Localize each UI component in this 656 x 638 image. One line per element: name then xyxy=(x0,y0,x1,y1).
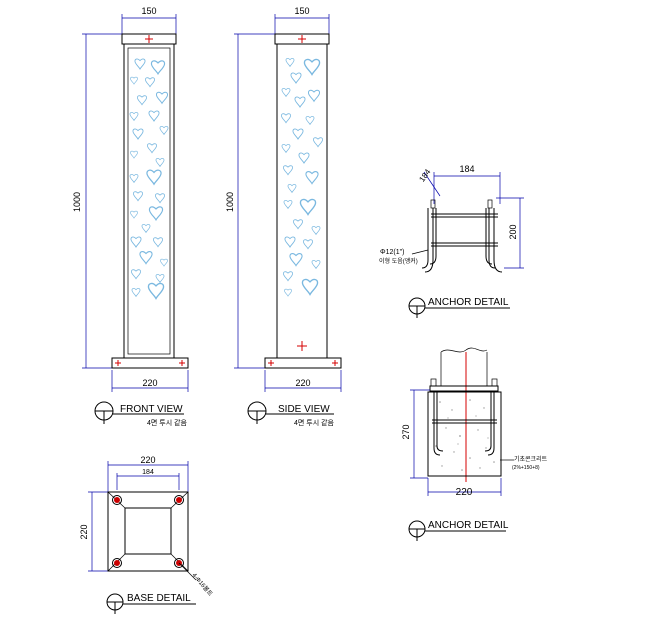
front-view: 150 1000 xyxy=(72,6,189,427)
base-bolt-label: 4-Φ16볼트 xyxy=(190,572,214,598)
side-bolt-marker xyxy=(297,341,307,351)
base-detail-label: BASE DETAIL xyxy=(106,593,196,614)
side-cap-marker xyxy=(298,35,306,43)
base-plate-outer xyxy=(107,491,189,572)
anchor1-title: ANCHOR DETAIL xyxy=(428,297,509,308)
anchor2-height-dimension: 270 xyxy=(401,389,430,479)
side-top-dimension: 150 xyxy=(274,6,330,36)
front-dim-top: 150 xyxy=(141,6,156,16)
anchor-detail-foundation: 270 220 기초콘크리트 (2%+150+8) ANCHOR DETAIL xyxy=(401,347,548,541)
anchor2-note: 기초콘크리트 (2%+150+8) xyxy=(500,455,548,471)
front-heart-pattern xyxy=(129,58,169,300)
front-view-label: FRONT VIEW 4면 투시 같음 xyxy=(94,401,188,427)
front-cap-marker xyxy=(145,35,153,43)
front-view-title: FRONT VIEW xyxy=(120,404,183,415)
anchor1-dim-top: 184 xyxy=(459,164,474,174)
base-dim-inner: 184 xyxy=(142,469,154,476)
base-detail-title: BASE DETAIL xyxy=(127,593,191,604)
front-base-markers xyxy=(115,360,185,366)
side-dim-height: 1000 xyxy=(225,192,235,212)
side-post-cap xyxy=(274,33,330,45)
side-dim-top: 150 xyxy=(294,6,309,16)
anchor1-top-dimension: 184 xyxy=(433,164,501,204)
base-detail: 220 184 220 4-Φ16볼트 xyxy=(79,455,214,614)
anchor2-dim-width: 220 xyxy=(456,487,473,498)
anchor2-width-dimension: 220 xyxy=(427,478,502,498)
front-dim-base: 220 xyxy=(142,378,157,388)
front-post-cap xyxy=(121,33,177,45)
side-view-label: SIDE VIEW 4면 투시 같음 xyxy=(247,401,335,427)
base-dim-outer: 220 xyxy=(140,455,155,465)
base-dim-height: 220 xyxy=(79,524,89,539)
anchor2-title: ANCHOR DETAIL xyxy=(428,520,509,531)
anchor1-cage xyxy=(421,199,503,273)
side-height-dimension: 1000 xyxy=(225,33,275,369)
anchor1-bar-labels: Φ12(1") 이형 도음(앵커) xyxy=(379,249,429,265)
front-top-dimension: 150 xyxy=(121,6,177,36)
side-heart-pattern xyxy=(281,57,323,297)
anchor1-height-dimension: 200 xyxy=(496,197,524,269)
side-base-dimension: 220 xyxy=(264,370,342,392)
anchor2-label: ANCHOR DETAIL xyxy=(408,520,509,541)
anchor2-concrete-block xyxy=(427,391,502,477)
anchor1-bar-label-2: 이형 도음(앵커) xyxy=(379,257,418,265)
front-base-plate xyxy=(111,357,189,369)
base-plate-opening xyxy=(124,507,172,555)
anchor1-label: ANCHOR DETAIL xyxy=(408,297,510,318)
anchor1-dim-height: 200 xyxy=(508,224,518,239)
anchor2-dim-height: 270 xyxy=(401,424,411,439)
side-base-markers xyxy=(268,360,338,366)
front-dim-height: 1000 xyxy=(72,192,82,212)
anchor2-post-stub xyxy=(440,347,488,482)
base-outer-dimension: 220 xyxy=(107,455,189,492)
anchor1-small-dimension: 184 xyxy=(417,167,441,197)
anchor2-concrete-texture xyxy=(435,399,495,471)
anchor2-rods xyxy=(432,392,497,456)
front-view-note: 4면 투시 같음 xyxy=(147,418,188,427)
anchor1-bar-label-1: Φ12(1") xyxy=(380,249,404,256)
side-dim-base: 220 xyxy=(295,378,310,388)
side-base-plate xyxy=(264,357,342,369)
side-view-note: 4면 투시 같음 xyxy=(294,418,335,427)
front-height-dimension: 1000 xyxy=(72,33,122,369)
side-view-title: SIDE VIEW xyxy=(278,404,330,415)
anchor2-note-1: 기초콘크리트 xyxy=(514,455,548,463)
base-bolt-holes xyxy=(112,495,184,568)
front-base-dimension: 220 xyxy=(111,370,189,392)
base-height-dimension: 220 xyxy=(79,491,108,572)
side-view: 150 1000 xyxy=(225,6,342,427)
anchor-detail-top: 184 184 200 xyxy=(379,164,524,318)
anchor2-note-2: (2%+150+8) xyxy=(512,465,540,471)
front-post-panel xyxy=(127,47,171,355)
base-inner-dimension: 184 xyxy=(116,469,180,490)
